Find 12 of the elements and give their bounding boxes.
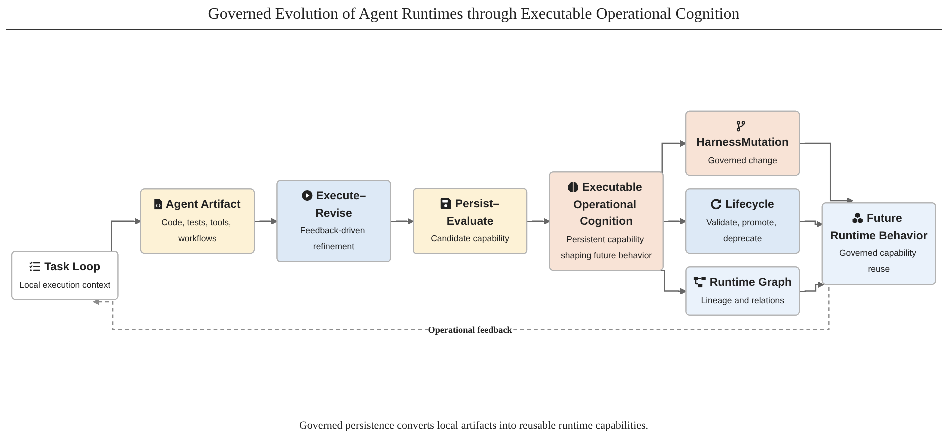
caption: Governed persistence converts local artifacts into reusable runtime capabilities. (299, 420, 649, 432)
arrow (654, 270, 687, 295)
diagram-title: Governed Evolution of Agent Runtimes through Executable Operational Cognition (208, 6, 740, 24)
arrow (800, 142, 854, 204)
arrow (391, 218, 414, 225)
arrow (254, 218, 278, 225)
arrow (800, 282, 824, 292)
edge-label: Operational feedback (428, 324, 512, 336)
arrow (800, 220, 824, 228)
arrow (527, 218, 550, 225)
arrow (93, 284, 848, 330)
arrow (664, 218, 687, 225)
